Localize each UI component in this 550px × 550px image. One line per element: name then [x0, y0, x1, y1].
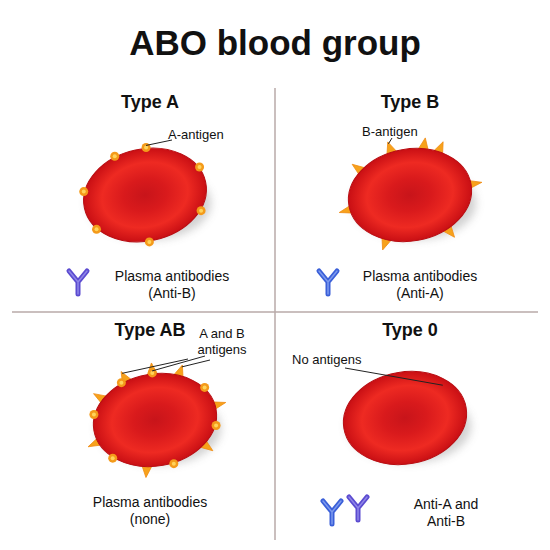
antibody-label: Anti-A and Anti-B — [407, 496, 485, 530]
leader-line — [182, 360, 210, 367]
blood-type-heading: Type AB — [80, 320, 220, 342]
a-antigen — [197, 206, 206, 215]
a-antigen-core — [150, 371, 154, 375]
a-antigen — [169, 459, 178, 468]
a-antigen-core — [199, 209, 203, 213]
a-antigen-core — [95, 227, 99, 231]
antibody-highlight — [69, 271, 87, 294]
antibody-symbol — [323, 501, 341, 524]
a-antigen-core — [214, 424, 218, 428]
antibody-highlight — [323, 501, 341, 524]
antibody-label: Plasma antibodies (Anti-A) — [350, 268, 490, 302]
divider-line — [274, 88, 276, 540]
a-antigen-core — [144, 145, 148, 149]
blood-type-heading: Type B — [340, 92, 480, 114]
a-antigen — [108, 454, 117, 463]
antibody-label: Plasma antibodies (none) — [80, 494, 220, 528]
a-antigen — [79, 187, 88, 196]
a-antigen — [145, 237, 154, 246]
antibody-body — [349, 497, 367, 520]
cell-body — [75, 137, 215, 253]
antigen-label: B-antigen — [362, 124, 462, 140]
red-blood-cell — [75, 137, 215, 253]
antibody-symbol — [349, 497, 367, 520]
divider-line — [12, 311, 538, 313]
antibody-symbol — [69, 271, 87, 294]
blood-type-heading: Type A — [80, 92, 220, 114]
antibody-label: Plasma antibodies (Anti-B) — [102, 268, 242, 302]
antibody-highlight — [319, 271, 337, 294]
a-antigen — [200, 383, 209, 392]
a-antigen — [212, 421, 221, 430]
leader-line — [122, 359, 188, 373]
a-antigen-core — [92, 412, 96, 416]
antibody-body — [319, 271, 337, 294]
a-antigen — [89, 410, 98, 419]
a-antigen-core — [119, 381, 123, 385]
antigen-label: No antigens — [292, 352, 402, 368]
cell-body — [336, 362, 474, 474]
red-blood-cell — [336, 362, 474, 474]
red-blood-cell — [339, 138, 482, 251]
a-antigen-core — [203, 385, 207, 389]
a-antigen-core — [111, 456, 115, 460]
cell-body — [86, 364, 224, 476]
diagram-title: ABO blood group — [0, 22, 550, 64]
a-antigen — [110, 152, 119, 161]
leader-line — [345, 368, 443, 385]
a-antigen-core — [113, 154, 117, 158]
antibody-body — [323, 501, 341, 524]
red-blood-cell — [86, 363, 226, 478]
a-antigen — [92, 225, 101, 234]
blood-type-heading: Type 0 — [340, 320, 480, 342]
a-antigen-core — [172, 462, 176, 466]
antibody-symbol — [319, 271, 337, 294]
antibody-highlight — [349, 497, 367, 520]
a-antigen — [117, 378, 126, 387]
a-antigen-core — [198, 165, 202, 169]
a-antigen-core — [147, 240, 151, 244]
antigen-label: A-antigen — [168, 127, 268, 143]
cell-body — [341, 139, 479, 251]
antigen-label: A and B antigens — [187, 326, 257, 357]
antibody-body — [69, 271, 87, 294]
a-antigen-core — [82, 190, 86, 194]
a-antigen — [195, 162, 204, 171]
